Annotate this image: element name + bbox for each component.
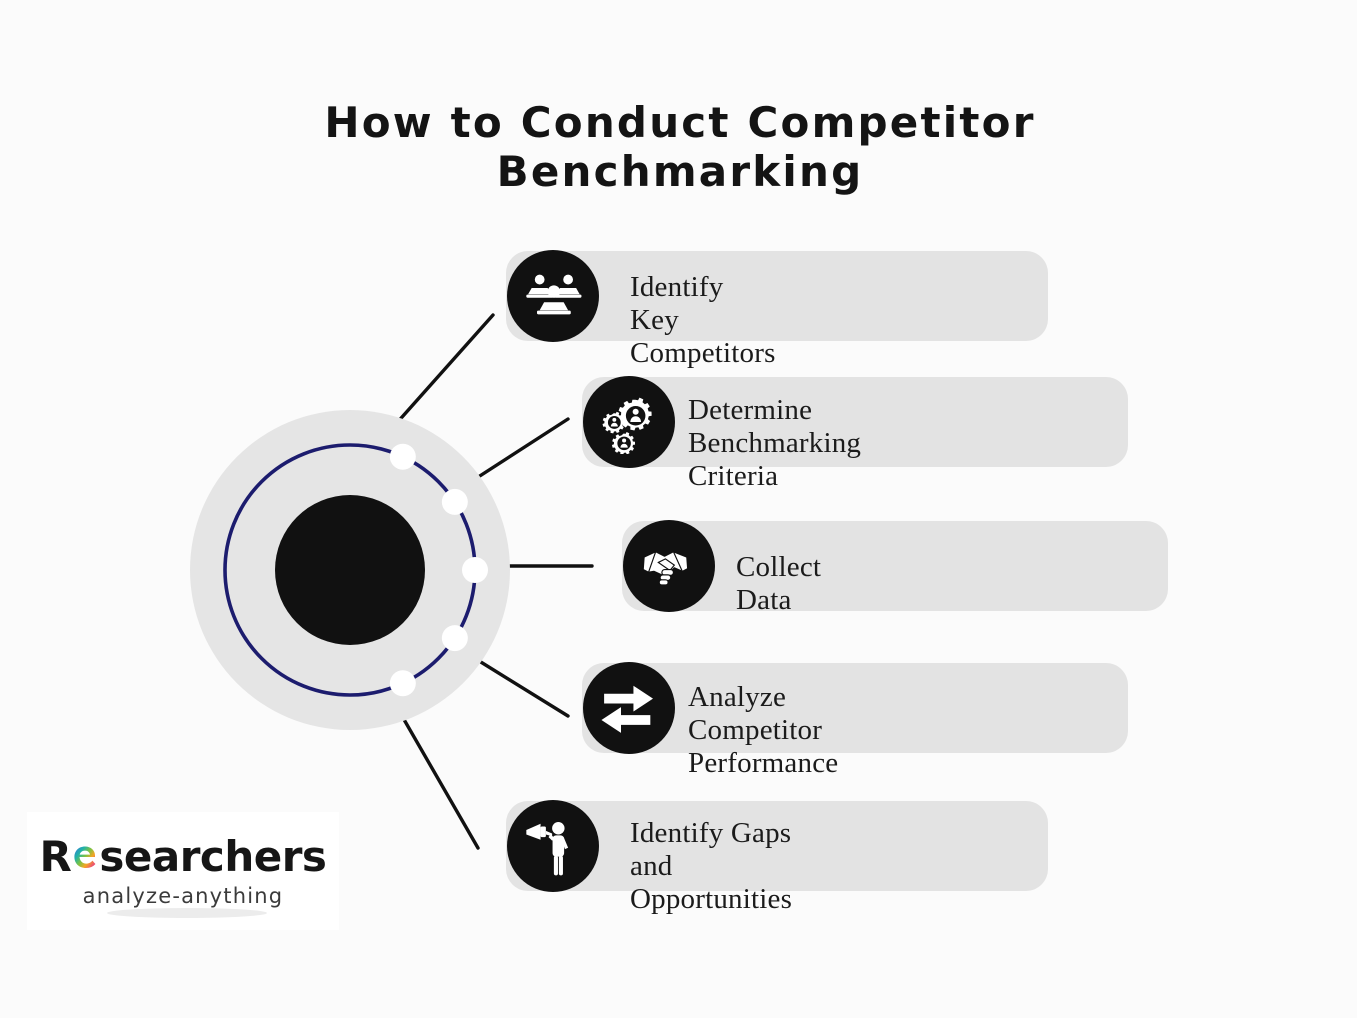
exchange-arrows-icon[interactable] bbox=[583, 662, 675, 754]
logo-tagline: analyze-anything bbox=[82, 884, 284, 908]
step-label-4: Analyze Competitor Performance bbox=[688, 681, 839, 779]
hub-core-disc bbox=[275, 495, 425, 645]
gears-with-people-icon[interactable] bbox=[583, 376, 675, 468]
hub-node-2[interactable] bbox=[441, 488, 468, 515]
hub-accent-ring bbox=[223, 443, 488, 697]
logo-wordmark: R searchers bbox=[40, 834, 327, 880]
step-label-2: Determine Benchmarking Criteria bbox=[688, 394, 862, 492]
person-with-megaphone-icon[interactable] bbox=[507, 800, 599, 892]
hub-node-1[interactable] bbox=[389, 443, 416, 470]
hub-node-3[interactable] bbox=[462, 557, 488, 583]
step-label-3: Collect Data bbox=[736, 551, 822, 616]
brand-logo[interactable]: R searchers analyze-anything bbox=[27, 812, 339, 930]
logo-shadow bbox=[107, 908, 267, 918]
logo-colored-e-icon bbox=[72, 834, 98, 868]
page-title: How to Conduct Competitor Benchmarking bbox=[324, 98, 1036, 196]
step-label-5: Identify Gaps and Opportunities bbox=[630, 817, 793, 915]
central-hub bbox=[190, 410, 510, 730]
step-label-1: Identify Key Competitors bbox=[630, 271, 776, 369]
hub-node-5[interactable] bbox=[389, 670, 416, 697]
hub-node-4[interactable] bbox=[441, 625, 468, 652]
logo-word-rest: searchers bbox=[99, 832, 327, 881]
people-at-desks-icon[interactable] bbox=[507, 250, 599, 342]
handshake-icon[interactable] bbox=[623, 520, 715, 612]
logo-letter-r: R bbox=[39, 832, 72, 881]
